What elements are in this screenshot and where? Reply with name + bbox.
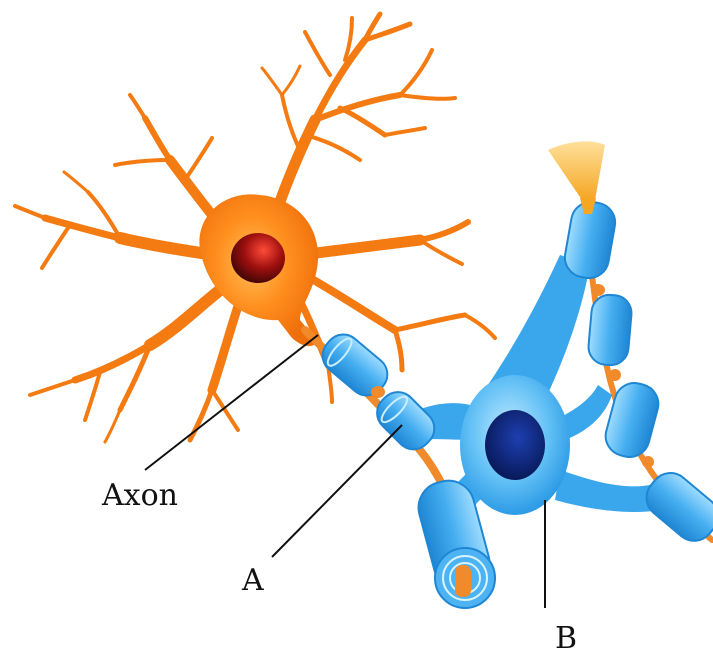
- label-a: A: [241, 563, 264, 598]
- neuron-cell-body: [199, 194, 318, 346]
- axon-leader-line: [145, 335, 318, 470]
- glial-nucleus: [485, 410, 545, 480]
- a-leader-line: [272, 425, 402, 557]
- label-b: B: [555, 621, 577, 653]
- label-axon: Axon: [101, 478, 178, 513]
- neuron-nucleus: [231, 233, 285, 283]
